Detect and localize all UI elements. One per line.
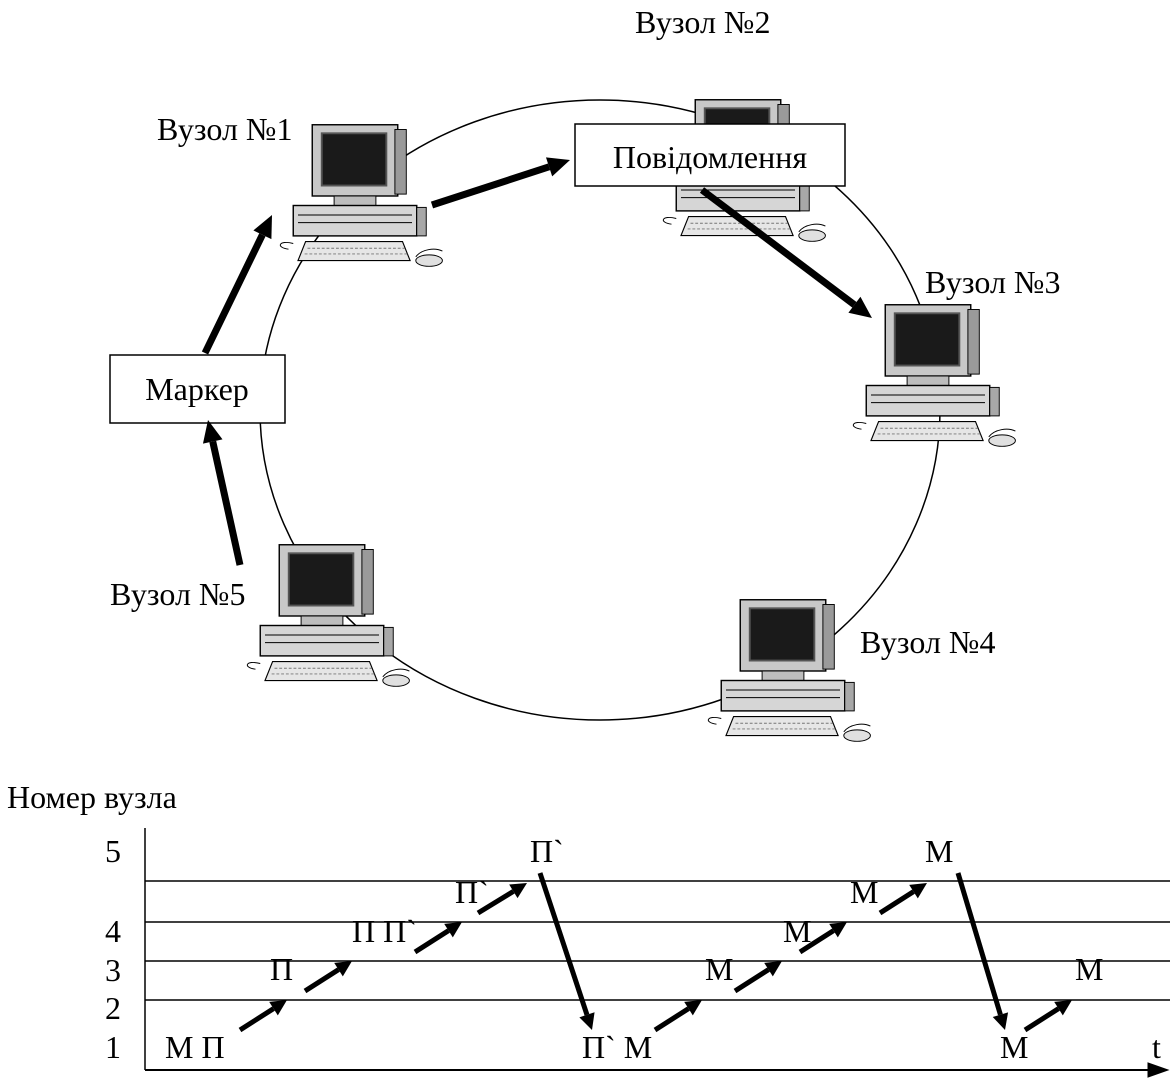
message-label: Повідомлення [613, 139, 807, 175]
timeline-event-label: М П [165, 1029, 225, 1065]
x-axis-label: t [1152, 1029, 1161, 1065]
timeline-event-label: М [1075, 951, 1103, 987]
timeline-event-label: П` [530, 833, 564, 869]
y-axis-title: Номер вузла [7, 779, 177, 815]
timeline-event-label: М [705, 951, 733, 987]
timeline-transfer-arrow [537, 872, 595, 1030]
timeline-row-number: 5 [105, 833, 121, 869]
timeline-event-label: П П` [352, 913, 417, 949]
timeline-event-label: П [270, 951, 293, 987]
timeline-event-label: П` М [582, 1029, 652, 1065]
timeline-x-axis-arrowhead [1147, 1062, 1170, 1078]
computer-icon-node-1 [279, 123, 444, 268]
message-box: Повідомлення [574, 123, 846, 187]
node-1-label: Вузол №1 [157, 111, 292, 147]
timeline-event-label: М [925, 833, 953, 869]
ring-arrow-node5-to-marker [202, 420, 244, 566]
ring-arrow-marker-to-node1 [201, 215, 272, 355]
marker-label: Маркер [145, 371, 249, 407]
computer-icon-node-4 [707, 598, 872, 743]
computer-icon-node-5 [246, 543, 411, 688]
timeline-event-label: М [1000, 1029, 1028, 1065]
timeline-transfer-arrow [413, 922, 462, 955]
timeline-transfer-arrow [733, 961, 782, 994]
timeline-transfer-arrow [1023, 1000, 1072, 1033]
marker-box: Маркер [109, 354, 286, 424]
timeline-event-label: М [783, 913, 811, 949]
timeline-transfer-arrow [955, 872, 1009, 1030]
timeline-row-number: 2 [105, 990, 121, 1026]
timeline-event-label: М [850, 874, 878, 910]
node-3-label: Вузол №3 [925, 264, 1060, 300]
timeline-transfer-arrow [878, 883, 927, 916]
node-2-label: Вузол №2 [635, 4, 770, 40]
timeline-transfer-arrow [238, 1000, 287, 1033]
ring-arrow-node1-to-message [430, 157, 570, 209]
timeline-transfer-arrow [798, 922, 847, 955]
timeline-row-number: 3 [105, 952, 121, 988]
timeline-transfer-arrow [476, 883, 527, 916]
ring-arrow-message-to-node3 [699, 187, 872, 318]
computer-icon-node-3 [852, 303, 1017, 448]
node-4-label: Вузол №4 [860, 624, 995, 660]
timeline-row-number: 1 [105, 1029, 121, 1065]
timeline-row-number: 4 [105, 913, 121, 949]
node-5-label: Вузол №5 [110, 576, 245, 612]
timeline-transfer-arrow [303, 961, 352, 994]
timeline-transfer-arrow [653, 1000, 702, 1033]
timeline-event-label: П` [455, 874, 489, 910]
